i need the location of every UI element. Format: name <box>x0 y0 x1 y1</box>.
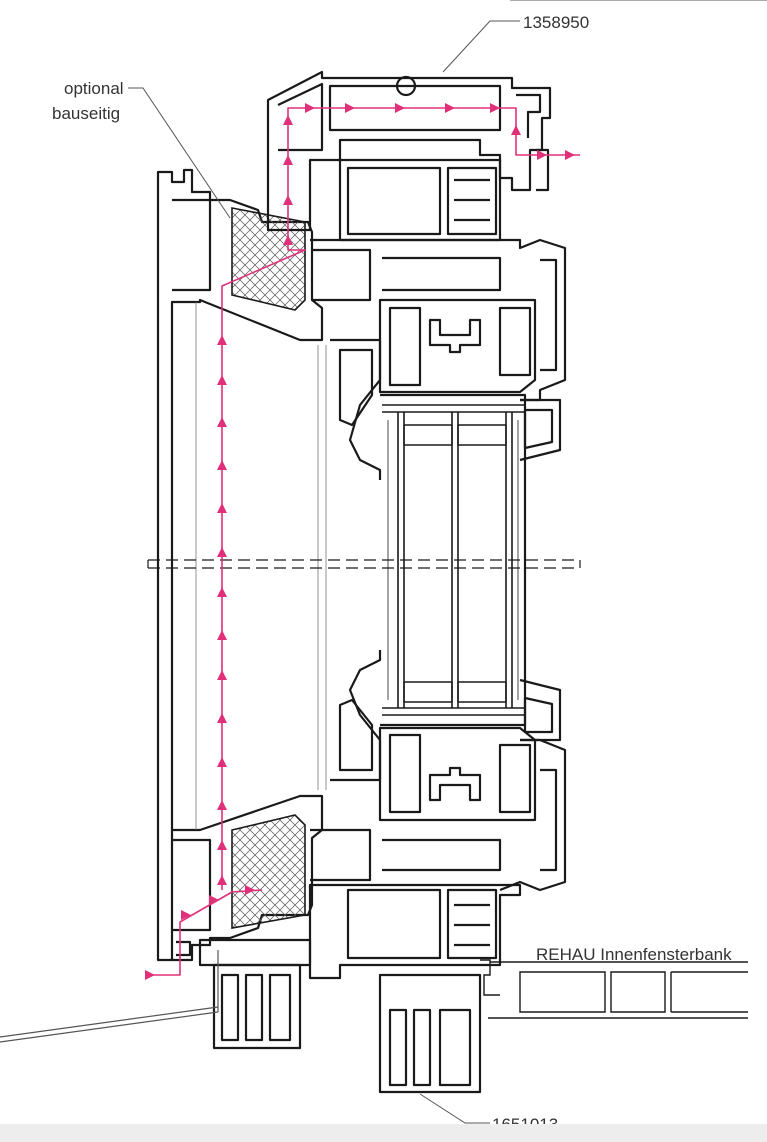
airflow-arrow-icon <box>217 670 227 680</box>
airflow-arrow-icon <box>305 103 315 113</box>
outer-sill-slope <box>0 950 219 1043</box>
reference-lines <box>195 302 327 830</box>
airflow-arrow-icon <box>445 103 455 113</box>
airflow-arrow-icon <box>395 103 405 113</box>
label-sill: REHAU Innenfensterbank <box>536 945 732 964</box>
airflow-arrow-icon <box>217 503 227 513</box>
head-profile <box>310 158 567 402</box>
airflow-arrow-icon <box>217 840 227 850</box>
airflow-arrow-icon <box>283 195 293 205</box>
airflow-arrow-icon <box>283 235 293 245</box>
airflow-arrow-icon <box>217 335 227 345</box>
airflow-arrow-icon <box>345 103 355 113</box>
airflow-arrow-icon <box>283 155 293 165</box>
top-box-profile <box>266 70 552 232</box>
insulation-bottom <box>231 814 306 929</box>
sill-profile <box>176 828 522 1094</box>
airflow-arrow-icon <box>217 757 227 767</box>
break-line <box>147 559 581 569</box>
insulation-top <box>231 207 306 311</box>
label-optional: optional <box>64 79 124 98</box>
leader-top <box>442 0 767 73</box>
airflow-arrow-icon <box>145 970 155 980</box>
airflow-arrow-icon <box>217 713 227 723</box>
airflow-arrow-icon <box>217 460 227 470</box>
airflow-arrow-icon <box>217 800 227 810</box>
airflow-arrow-icon <box>245 885 255 895</box>
airflow-arrow-icon <box>565 150 575 160</box>
interior-sill <box>480 959 748 1019</box>
airflow-arrow-icon <box>217 547 227 557</box>
footer-bar <box>0 1124 767 1142</box>
airflow-arrow-icon <box>217 587 227 597</box>
top-sash <box>330 298 537 480</box>
airflow-arrow-icon <box>217 875 227 885</box>
airflow-arrow-icon <box>511 125 521 135</box>
airflow-arrow-icon <box>490 103 500 113</box>
label-part-top: 1358950 <box>523 13 589 32</box>
right-frame <box>499 258 567 892</box>
label-bauseitig: bauseitig <box>52 104 120 123</box>
bottom-sash <box>330 650 537 822</box>
airflow-arrow-icon <box>283 115 293 125</box>
leader-bottom <box>419 1093 490 1124</box>
airflow-arrow-icon <box>209 895 219 905</box>
airflow-arrow-icon <box>217 375 227 385</box>
airflow-path <box>150 107 580 976</box>
airflow-arrow-icon <box>217 630 227 640</box>
leader-optional <box>128 87 231 219</box>
airflow-arrow-icon <box>537 150 547 160</box>
airflow-arrow-icon <box>181 910 191 920</box>
airflow-arrows <box>145 103 575 980</box>
airflow-arrow-icon <box>217 417 227 427</box>
